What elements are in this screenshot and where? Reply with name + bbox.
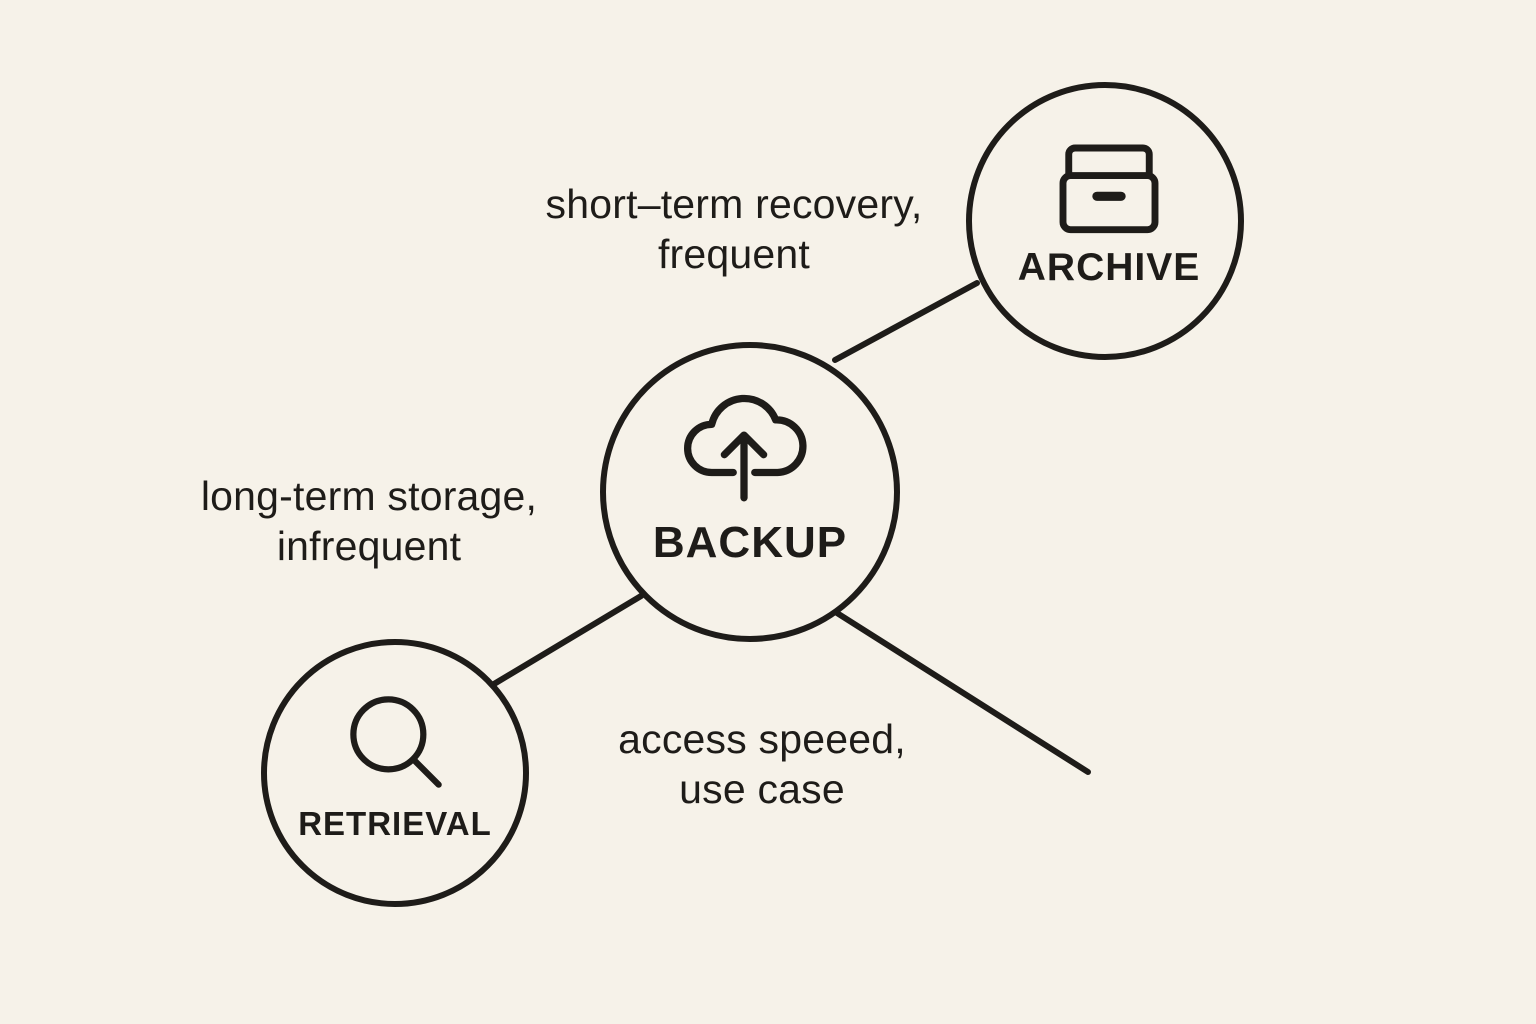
connector-backup-bottomright: [834, 610, 1091, 775]
cloud-upload-icon: [684, 394, 807, 502]
backup-node-circle: [600, 342, 900, 642]
annotation-line: infrequent: [276, 523, 462, 569]
magnifier-icon: [350, 696, 442, 788]
connector-backup-archive: [832, 280, 980, 363]
annotation-line: short–term recovery,: [545, 181, 923, 227]
annotation-backup-archive: short–term recovery, frequent: [546, 179, 923, 279]
annotation-line: access speeed,: [618, 716, 906, 762]
retrieval-node-circle: [261, 639, 529, 907]
archive-node-label: ARCHIVE: [1017, 246, 1201, 289]
annotation-line: long-term storage,: [200, 473, 538, 519]
archive-box-icon: [1059, 144, 1159, 234]
annotation-line: frequent: [657, 231, 811, 277]
annotation-line: use case: [679, 766, 845, 812]
retrieval-node-label: RETRIEVAL: [298, 805, 492, 842]
archive-node-circle: [966, 82, 1244, 360]
annotation-backup-bottom: access speeed, use case: [618, 714, 906, 814]
annotation-backup-retrieval: long-term storage, infrequent: [201, 471, 537, 571]
connector-backup-retrieval: [491, 593, 644, 687]
backup-node-label: BACKUP: [652, 518, 848, 567]
